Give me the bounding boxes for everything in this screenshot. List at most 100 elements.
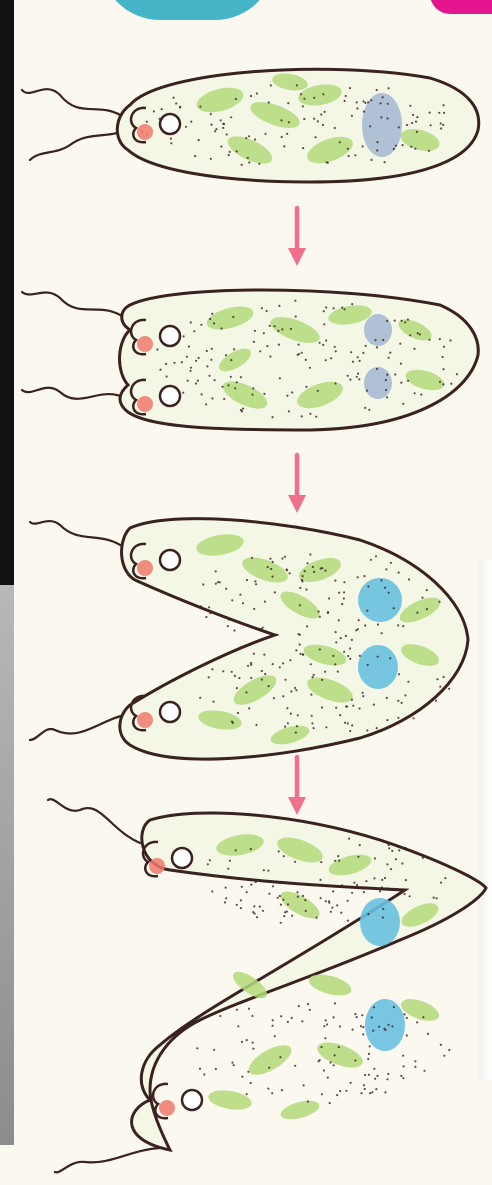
contractile-vacuole-icon <box>160 114 180 134</box>
cytoplasm-granule <box>380 116 382 118</box>
cytoplasm-granule <box>286 133 288 135</box>
cytoplasm-granule <box>263 869 265 871</box>
cytoplasm-granule <box>312 676 314 678</box>
cytoplasm-granule <box>229 151 231 153</box>
cytoplasm-granule <box>369 125 371 127</box>
cytoplasm-granule <box>338 1046 340 1048</box>
cytoplasm-granule <box>406 1017 408 1019</box>
cytoplasm-granule <box>397 624 399 626</box>
cytoplasm-granule <box>397 700 399 702</box>
cytoplasm-granule <box>350 351 352 353</box>
cytoplasm-granule <box>325 359 327 361</box>
cytoplasm-granule <box>394 320 396 322</box>
cytoplasm-granule <box>379 890 381 892</box>
cytoplasm-granule <box>268 893 270 895</box>
cytoplasm-granule <box>235 98 237 100</box>
cytoplasm-granule <box>210 113 212 115</box>
cytoplasm-granule <box>381 886 383 888</box>
cytoplasm-granule <box>374 857 376 859</box>
cytoplasm-granule <box>247 157 249 159</box>
cytoplasm-granule <box>404 893 406 895</box>
cytoplasm-granule <box>331 907 333 909</box>
flagellum-icon <box>48 799 140 843</box>
cytoplasm-granule <box>366 729 368 731</box>
cytoplasm-granule <box>206 350 208 352</box>
cytoplasm-granule <box>307 1003 309 1005</box>
cytoplasm-granule <box>364 624 366 626</box>
cytoplasm-granule <box>281 557 283 559</box>
cytoplasm-granule <box>358 378 360 380</box>
flagellum-icon <box>55 1148 160 1172</box>
cytoplasm-granule <box>442 368 444 370</box>
cytoplasm-granule <box>406 1034 408 1036</box>
cytoplasm-granule <box>341 884 343 886</box>
cytoplasm-granule <box>367 913 369 915</box>
cytoplasm-granule <box>294 687 296 689</box>
cytoplasm-granule <box>276 634 278 636</box>
cytoplasm-granule <box>248 707 250 709</box>
cytoplasm-granule <box>284 679 286 681</box>
cytoplasm-granule <box>198 139 200 141</box>
cytoplasm-granule <box>309 413 311 415</box>
cytoplasm-granule <box>365 345 367 347</box>
cytoplasm-granule <box>274 1035 276 1037</box>
cytoplasm-granule <box>302 654 304 656</box>
cytoplasm-granule <box>251 394 253 396</box>
cytoplasm-granule <box>208 676 210 678</box>
cytoplasm-granule <box>232 722 234 724</box>
arrow-head <box>288 495 306 513</box>
cytoplasm-granule <box>266 345 268 347</box>
cytoplasm-granule <box>443 1055 445 1057</box>
cytoplasm-granule <box>388 87 390 89</box>
cytoplasm-granule <box>313 674 315 676</box>
cytoplasm-granule <box>390 868 392 870</box>
cytoplasm-granule <box>313 727 315 729</box>
cytoplasm-granule <box>388 847 390 849</box>
cytoplasm-granule <box>393 1006 395 1008</box>
cytoplasm-granule <box>351 639 353 641</box>
cytoplasm-granule <box>334 663 336 665</box>
cytoplasm-granule <box>272 1019 274 1021</box>
cytoplasm-granule <box>236 904 238 906</box>
cytoplasm-granule <box>349 730 351 732</box>
cytoplasm-granule <box>320 113 322 115</box>
cytoplasm-granule <box>408 578 410 580</box>
cytoplasm-granule <box>260 628 262 630</box>
cytoplasm-granule <box>269 558 271 560</box>
cytoplasm-granule <box>347 722 349 724</box>
cytoplasm-granule <box>159 369 161 371</box>
cytoplasm-granule <box>247 665 249 667</box>
eyespot-icon <box>137 336 153 352</box>
cytoplasm-granule <box>166 375 168 377</box>
cytoplasm-granule <box>351 303 353 305</box>
cytoplasm-granule <box>221 327 223 329</box>
cytoplasm-granule <box>363 891 365 893</box>
cytoplasm-granule <box>190 121 192 123</box>
cytoplasm-granule <box>352 705 354 707</box>
cytoplasm-granule <box>338 592 340 594</box>
cytoplasm-granule <box>241 886 243 888</box>
cytoplasm-granule <box>428 150 430 152</box>
cytoplasm-granule <box>278 344 280 346</box>
cytoplasm-granule <box>395 145 397 147</box>
cytoplasm-granule <box>209 318 211 320</box>
cytoplasm-granule <box>282 662 284 664</box>
cytoplasm-granule <box>286 707 288 709</box>
cytoplasm-granule <box>373 704 375 706</box>
cytoplasm-granule <box>354 154 356 156</box>
cytoplasm-granule <box>283 915 285 917</box>
cytoplasm-granule <box>222 123 224 125</box>
cytoplasm-granule <box>388 592 390 594</box>
cytoplasm-granule <box>279 377 281 379</box>
cytoplasm-granule <box>436 897 438 899</box>
cytoplasm-granule <box>233 1064 235 1066</box>
cytoplasm-granule <box>359 844 361 846</box>
cytoplasm-granule <box>262 627 264 629</box>
cytoplasm-granule <box>386 1078 388 1080</box>
cytoplasm-granule <box>413 348 415 350</box>
cells-layer <box>22 69 486 1172</box>
cytoplasm-granule <box>251 1015 253 1017</box>
cytoplasm-granule <box>306 625 308 627</box>
cytoplasm-granule <box>287 722 289 724</box>
cytoplasm-granule <box>402 625 404 627</box>
